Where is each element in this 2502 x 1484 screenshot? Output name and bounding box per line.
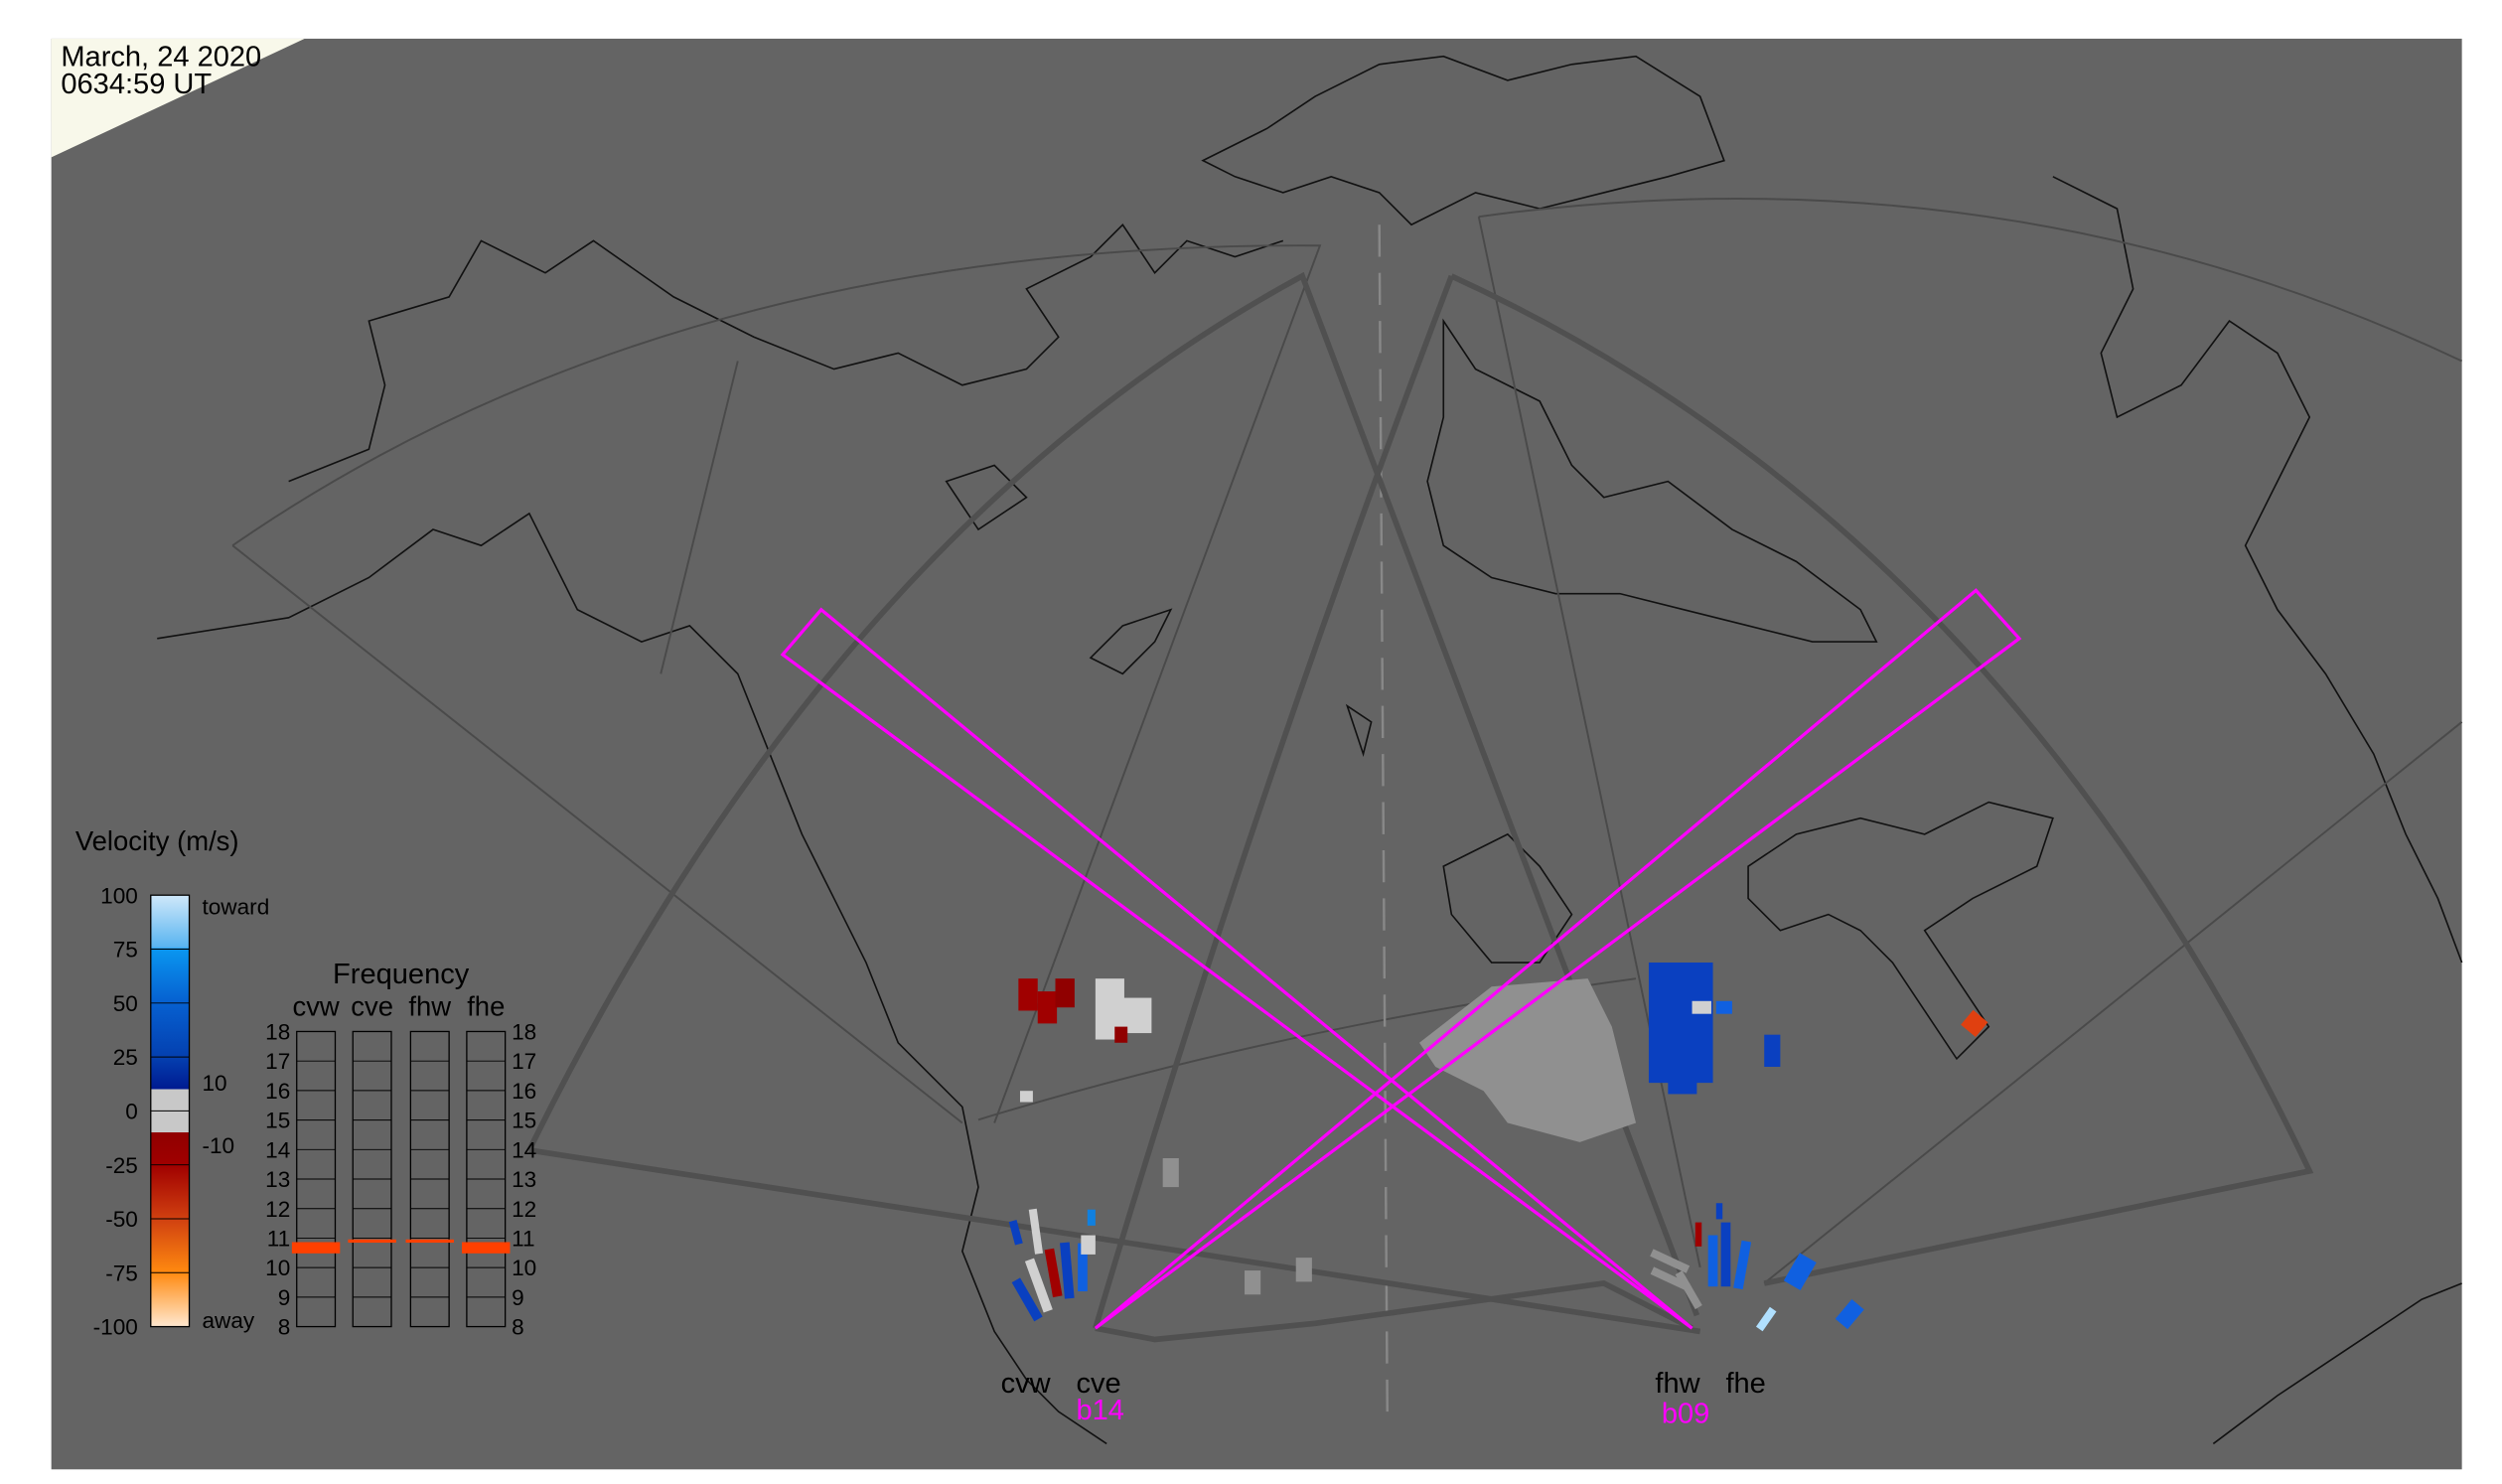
freq-tick-left: 8 [278,1315,291,1340]
radar-scatter [1008,963,1988,1332]
velocity-tick-label: -25 [105,1153,138,1178]
freq-tick-left: 11 [267,1227,290,1252]
freq-radar-label-fhe: fhe [467,990,505,1021]
freq-tick-left: 14 [265,1137,290,1162]
freq-tick-right: 12 [512,1197,536,1222]
freq-tick-left: 15 [265,1109,290,1133]
toward-label: toward [202,895,269,920]
freq-tick-right: 18 [512,1020,536,1045]
time-label: 0634:59 UT [61,69,212,100]
velocity-legend: Velocity (m/s) 100 75 50 25 0 -25 -50 -75 -100 t… [75,825,269,1340]
freq-tick-left: 16 [265,1079,290,1104]
freq-marker-cve [348,1239,396,1244]
velocity-tick-label: 0 [125,1099,138,1123]
beam-fh-b09 [780,607,1693,1330]
freq-tick-right: 11 [512,1227,534,1252]
freq-tick-right: 17 [512,1049,536,1074]
freq-marker-fhw [405,1239,454,1244]
freq-tick-right: 9 [512,1285,524,1310]
freq-tick-left: 18 [265,1020,290,1045]
freq-tick-right: 16 [512,1079,536,1104]
date-label: March, 24 2020 [61,41,261,73]
away-label: away [202,1308,254,1333]
freq-tick-left: 13 [265,1167,290,1192]
site-label-cvw: cvw [1001,1368,1052,1400]
freq-radar-label-cve: cve [351,990,393,1021]
map-background [51,38,2462,1470]
freq-tick-right: 13 [512,1167,536,1192]
freq-radar-label-fhw: fhw [408,990,451,1021]
velocity-tick-label: -50 [105,1207,138,1232]
dashed-meridian [1378,224,1389,1412]
freq-marker-cvw [291,1242,341,1254]
freq-tick-right: 14 [512,1137,536,1162]
velocity-tick-label: 50 [113,991,138,1016]
freq-tick-right: 10 [512,1256,536,1280]
velocity-tick-label: 100 [100,883,138,908]
freq-marker-fhe [462,1242,511,1254]
daylight-region [51,38,305,158]
fov-outlines [526,271,2314,1343]
threshold-low-label: -10 [202,1133,234,1158]
threshold-high-label: 10 [202,1071,226,1096]
freq-tick-left: 12 [265,1197,290,1222]
beam-label-b09: b09 [1662,1398,1709,1429]
freq-radar-label-cvw: cvw [292,990,339,1021]
freq-tick-right: 8 [512,1315,524,1340]
freq-tick-left: 10 [265,1256,290,1280]
frequency-panel: Frequency 18 18 17 17 16 16 15 15 14 14 13 13 12 12 11… [265,959,536,1340]
site-label-cve: cve [1076,1368,1120,1400]
velocity-legend-title: Velocity (m/s) [75,825,239,856]
velocity-tick-label: -75 [105,1261,138,1285]
coastlines [157,55,2463,1445]
velocity-tick-label: -100 [93,1315,138,1340]
freq-tick-right: 15 [512,1109,536,1133]
freq-tick-left: 9 [278,1285,291,1310]
frequency-title: Frequency [333,959,470,990]
site-label-fhw: fhw [1655,1368,1700,1400]
velocity-tick-label: 75 [113,938,138,963]
velocity-tick-label: 25 [113,1045,138,1070]
beam-cv-b14 [1094,588,2022,1330]
freq-tick-left: 17 [265,1049,290,1074]
site-label-fhe: fhe [1725,1368,1765,1400]
beam-label-b14: b14 [1076,1395,1123,1426]
